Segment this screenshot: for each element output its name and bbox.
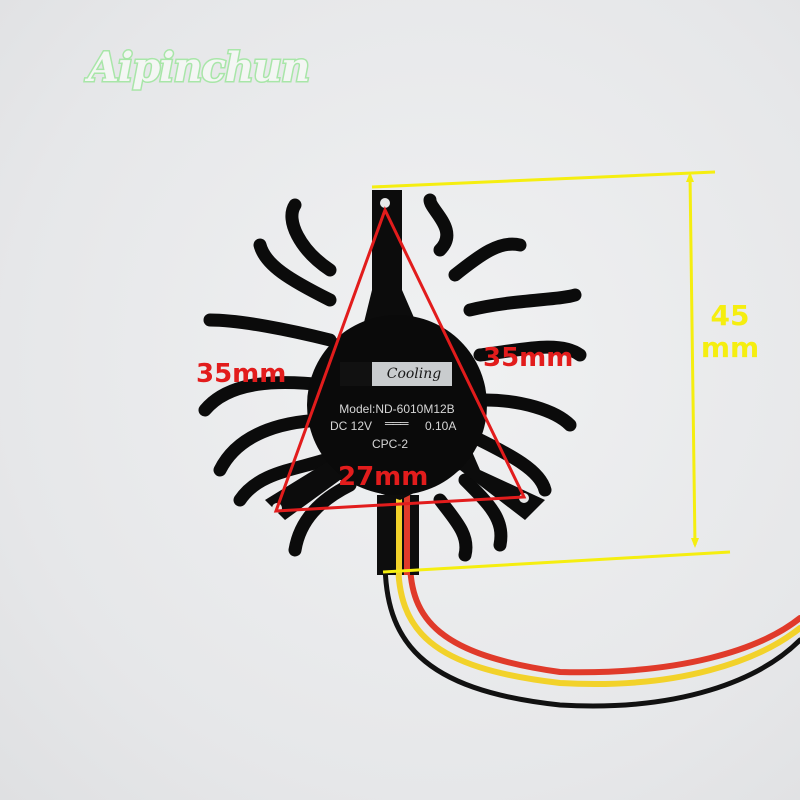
code-text: CPC-2: [372, 437, 409, 451]
current-text: 0.10A: [425, 419, 457, 433]
fan-wires: [382, 557, 800, 709]
height-value: 45: [710, 299, 750, 332]
model-text: Model:ND-6010M12B: [339, 402, 455, 416]
label-brand: Cooling: [386, 366, 442, 382]
height-label: 45 mm: [695, 299, 765, 365]
left-side-label: 35mm: [196, 359, 287, 389]
dc-symbol: ═══: [385, 416, 408, 430]
watermark: Aipinchun: [86, 43, 311, 93]
bottom-side-label: 27mm: [338, 462, 429, 492]
height-marker: [371, 170, 731, 574]
voltage-text: DC 12V: [330, 419, 373, 433]
fan-hub: [307, 315, 487, 495]
height-unit: mm: [700, 331, 760, 365]
dimension-triangle: [273, 206, 527, 513]
right-side-label: 35mm: [483, 343, 574, 373]
